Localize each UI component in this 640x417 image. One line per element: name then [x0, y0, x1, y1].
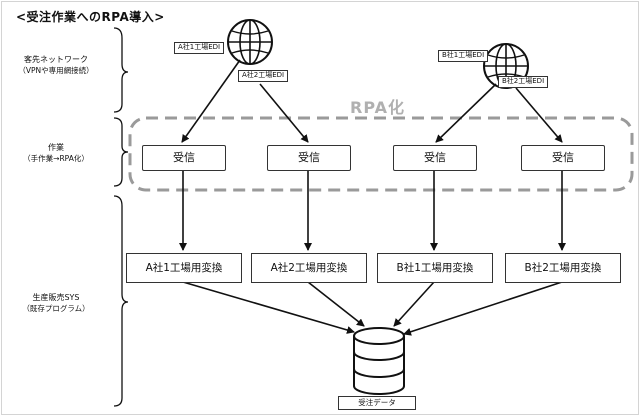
layer-network-sub: （VPNや専用網接続）: [18, 66, 94, 75]
brace-work: [113, 117, 129, 187]
convert-box-b1: B社1工場用変換: [377, 253, 493, 283]
layer-work-label: 作業 （手作業→RPA化）: [6, 142, 106, 164]
brace-network: [113, 27, 129, 113]
layer-network-title: 客先ネットワーク: [24, 55, 88, 64]
convert-box-a2: A社2工場用変換: [251, 253, 367, 283]
receive-box-b1: 受信: [393, 145, 477, 171]
page-title: <受注作業へのRPA導入>: [16, 10, 165, 24]
edi-tag-b1: B社1工場EDI: [438, 50, 489, 62]
arrow-a1-recv: [181, 59, 241, 143]
arrow-b2-recv: [515, 87, 563, 143]
arrow-b1-recv: [435, 83, 497, 143]
database-icon: [353, 327, 405, 395]
arrow-conv-db-1: [182, 281, 355, 334]
layer-network-label: 客先ネットワーク （VPNや専用網接続）: [6, 54, 106, 76]
receive-box-a1: 受信: [142, 145, 226, 171]
layer-sys-sub: （既存プログラム）: [22, 304, 90, 313]
database-label: 受注データ: [338, 396, 416, 410]
rpa-label: RPA化: [350, 98, 405, 117]
arrow-conv-db-3: [393, 281, 435, 327]
arrow-conv-db-2: [307, 281, 365, 327]
arrow-conv-db-4: [403, 281, 563, 336]
layer-work-title: 作業: [48, 143, 64, 152]
edi-tag-a2: A社2工場EDI: [238, 70, 289, 82]
brace-sys: [113, 195, 129, 407]
edi-tag-a1: A社1工場EDI: [174, 42, 225, 54]
convert-box-b2: B社2工場用変換: [505, 253, 621, 283]
globe-icon: [227, 19, 273, 65]
layer-sys-label: 生産販売SYS （既存プログラム）: [6, 292, 106, 314]
rpa-region: [128, 116, 634, 192]
edi-tag-b2: B社2工場EDI: [498, 76, 549, 88]
receive-box-a2: 受信: [267, 145, 351, 171]
arrow-a2-recv: [259, 83, 309, 143]
layer-sys-title: 生産販売SYS: [32, 293, 80, 302]
layer-work-sub: （手作業→RPA化）: [23, 154, 89, 163]
convert-box-a1: A社1工場用変換: [126, 253, 242, 283]
receive-box-b2: 受信: [521, 145, 605, 171]
